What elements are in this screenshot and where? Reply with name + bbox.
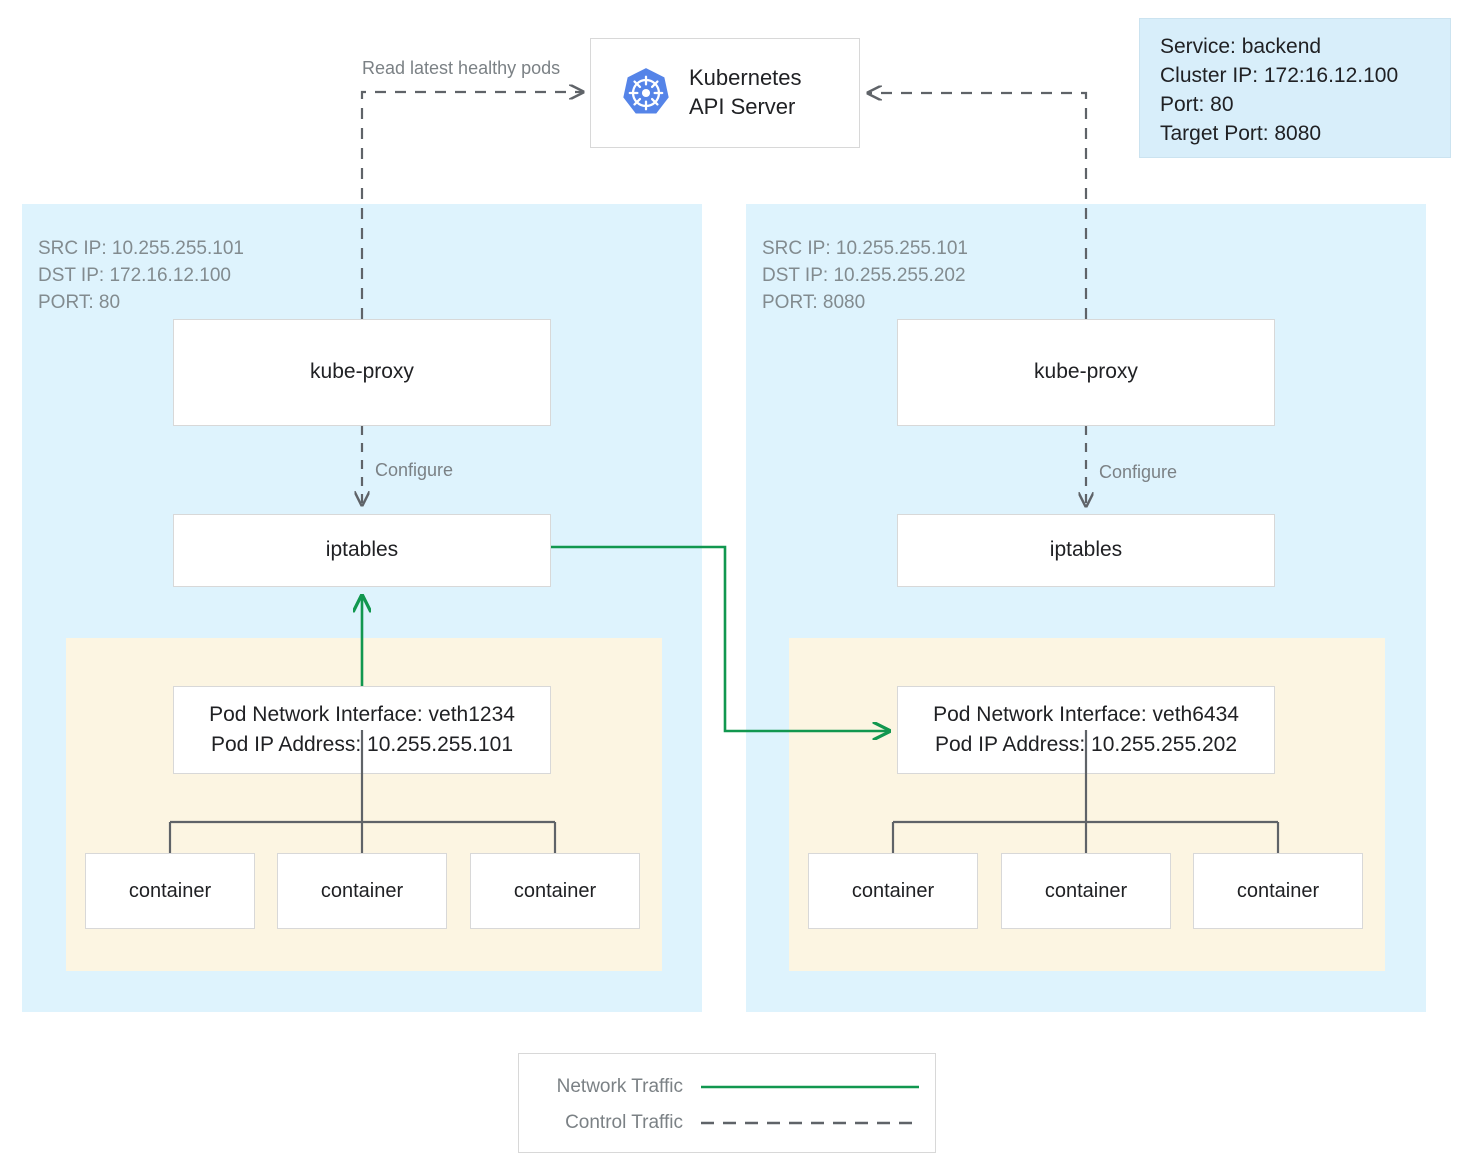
pod-interface-label-left: Pod Network Interface: veth1234 Pod IP A… <box>209 703 515 756</box>
api-server-label: Kubernetes API Server <box>689 65 802 119</box>
kube-proxy-label-left: kube-proxy <box>310 360 414 384</box>
kube-proxy-label-right: kube-proxy <box>1034 360 1138 384</box>
container-label: container <box>851 879 935 902</box>
pod-interface-box-left[interactable]: Pod Network Interface: veth1234 Pod IP A… <box>173 686 551 774</box>
legend-row-network-traffic: Network Traffic <box>537 1076 919 1098</box>
container-label: container <box>1044 879 1128 902</box>
legend-label-network-traffic: Network Traffic <box>556 1076 683 1097</box>
container-box-left-1[interactable]: container <box>277 853 447 929</box>
container-label: container <box>320 879 404 902</box>
kubernetes-logo-icon <box>619 66 673 120</box>
service-info-callout: Service: backend Cluster IP: 172:16.12.1… <box>1139 18 1451 158</box>
iptables-label-left: iptables <box>325 538 399 562</box>
configure-label-right: Configure <box>1099 462 1178 482</box>
kube-proxy-box-left[interactable]: kube-proxy <box>173 319 551 426</box>
container-label: container <box>513 879 597 902</box>
container-box-right-1[interactable]: container <box>1001 853 1171 929</box>
pod-interface-box-right[interactable]: Pod Network Interface: veth6434 Pod IP A… <box>897 686 1275 774</box>
legend-swatch-network-traffic <box>701 1085 919 1089</box>
legend-box: Network Traffic Control Traffic <box>518 1053 936 1153</box>
node-right-ip-info: SRC IP: 10.255.255.101 DST IP: 10.255.25… <box>762 238 968 313</box>
container-label: container <box>1236 879 1320 902</box>
legend-swatch-control-traffic <box>701 1121 919 1125</box>
container-box-left-2[interactable]: container <box>470 853 640 929</box>
legend-label-control-traffic: Control Traffic <box>565 1112 683 1133</box>
container-box-right-2[interactable]: container <box>1193 853 1363 929</box>
pod-interface-label-right: Pod Network Interface: veth6434 Pod IP A… <box>933 703 1239 756</box>
iptables-label-right: iptables <box>1049 538 1123 562</box>
container-box-left-0[interactable]: container <box>85 853 255 929</box>
kube-proxy-box-right[interactable]: kube-proxy <box>897 319 1275 426</box>
configure-label-left: Configure <box>375 460 454 480</box>
container-box-right-0[interactable]: container <box>808 853 978 929</box>
legend-row-control-traffic: Control Traffic <box>537 1112 919 1134</box>
iptables-box-right[interactable]: iptables <box>897 514 1275 587</box>
node-left-ip-info: SRC IP: 10.255.255.101 DST IP: 172.16.12… <box>38 238 244 313</box>
iptables-box-left[interactable]: iptables <box>173 514 551 587</box>
container-label: container <box>128 879 212 902</box>
read-latest-healthy-pods-label: Read latest healthy pods <box>362 58 561 78</box>
kubernetes-api-server-box[interactable]: Kubernetes API Server <box>590 38 860 148</box>
